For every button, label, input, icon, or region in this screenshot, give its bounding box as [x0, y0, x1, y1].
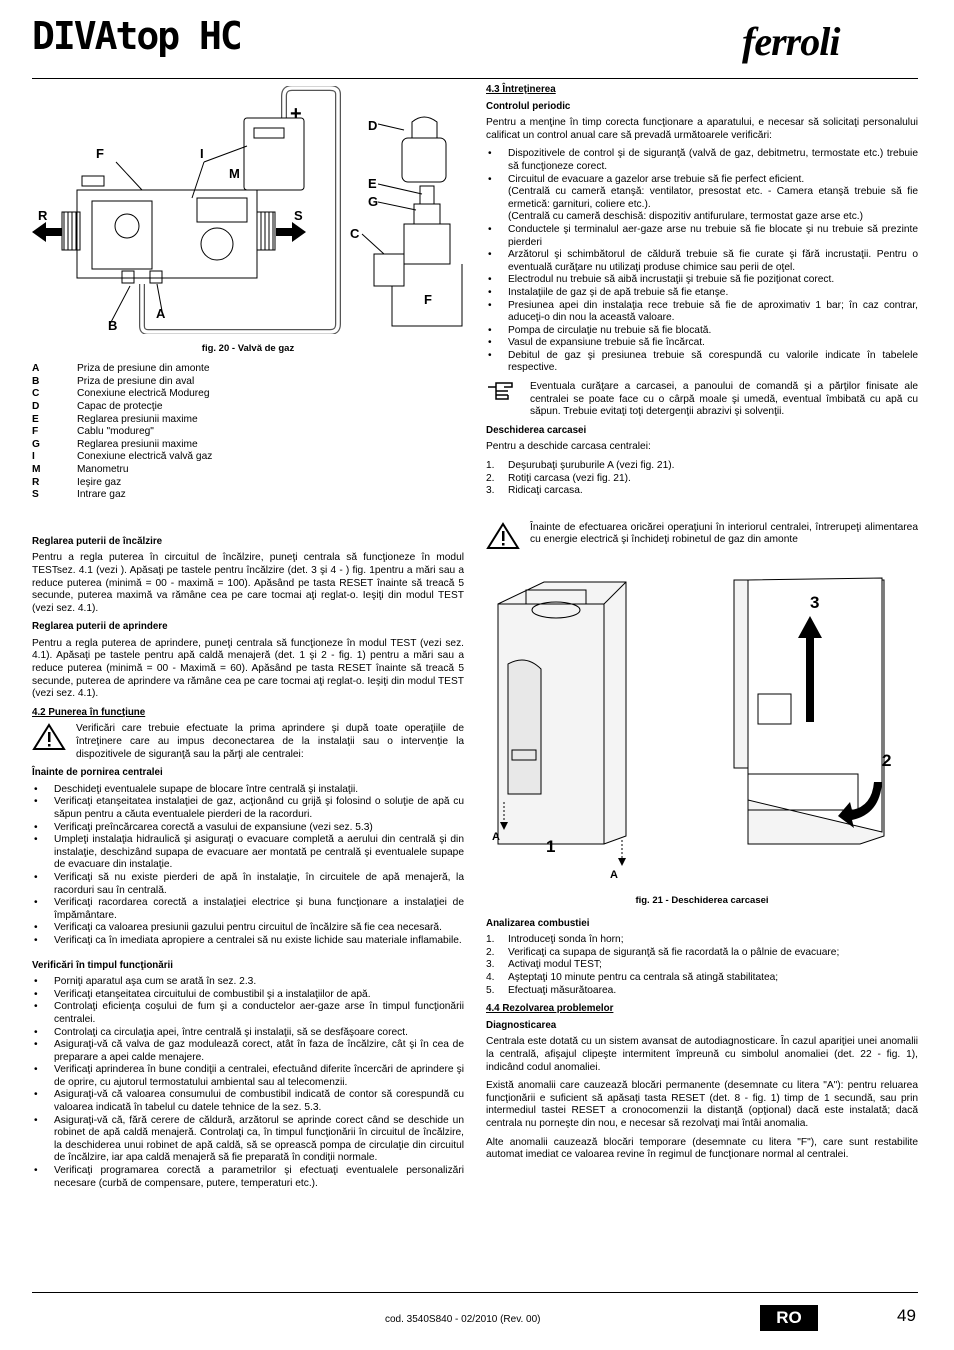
list-periodic-checks: Dispozitivele de control şi de siguranţă…	[486, 148, 918, 375]
list-before-start: Deschideţi eventualele supape de blocare…	[32, 784, 464, 948]
heading-before-start: Înainte de pornirea centralei	[32, 767, 163, 779]
list-combustion-steps: 1.Introduceţi sonda în horn; 2.Verificaţ…	[486, 934, 840, 996]
warning-4-2: Verificări care trebuie efectuate la pri…	[32, 723, 464, 761]
heading-periodic: Controlul periodic	[486, 100, 571, 112]
left-column: F I M + R S B A D E G C F fig. 20 - Valv…	[32, 85, 464, 1196]
label-f2: F	[424, 292, 432, 307]
para-diag-3: Alte anomalii cauzează blocări temporare…	[486, 1136, 918, 1161]
pointing-hand-icon	[488, 382, 513, 400]
screw-a-right: A	[610, 869, 618, 881]
heading-heat-power: Reglarea puterii de încălzire	[32, 535, 163, 547]
screw-a-left: A	[492, 831, 500, 843]
para-diag-2: Există anomalii care cauzează blocări pe…	[486, 1080, 918, 1129]
brand-logo: ferroli	[742, 19, 840, 64]
fig20-caption: fig. 20 - Valvă de gaz	[201, 342, 295, 354]
footer-rule	[32, 1292, 918, 1293]
para-periodic: Pentru a menţine în timp corecta funcţio…	[486, 117, 918, 141]
heading-4-2: 4.2 Punerea în funcţiune	[32, 706, 146, 718]
label-plus: +	[290, 103, 302, 125]
step-1-label: 1	[546, 837, 555, 856]
label-a: A	[156, 306, 166, 321]
list-during-operation: Porniţi aparatul aşa cum se arată în sez…	[32, 976, 464, 1190]
language-badge: RO	[760, 1305, 818, 1331]
heading-4-4: 4.4 Rezolvarea problemelor	[486, 1003, 614, 1015]
header-rule	[32, 78, 918, 79]
heading-diagnostics: Diagnosticarea	[486, 1019, 557, 1031]
gas-outlet-arrow	[32, 222, 62, 242]
fig20-gas-valve-drawing: F I M + R S B A D E G C F	[32, 85, 463, 335]
warning-triangle-icon	[32, 723, 66, 751]
heading-4-3: 4.3 Întreţinerea	[486, 84, 556, 95]
label-e: E	[368, 176, 377, 191]
label-c: C	[350, 226, 360, 241]
heading-during-operation: Verificări în timpul funcţionării	[32, 959, 173, 971]
fig21-caption: fig. 21 - Deschiderea carcasei	[635, 895, 769, 906]
list-open-steps: 1.Deşurubaţi şuruburile A (vezi fig. 21)…	[486, 460, 675, 497]
heading-ignition-power: Reglarea puterii de aprindere	[32, 621, 168, 633]
page-number: 49	[897, 1306, 916, 1325]
label-i: I	[200, 146, 204, 161]
label-f: F	[96, 146, 104, 161]
label-b: B	[108, 318, 117, 333]
note-cleaning: Eventuala curăţare a carcasei, a panoulu…	[486, 381, 918, 419]
rotate-arrow-icon	[838, 782, 882, 829]
document-title: DIVAtop HC	[32, 14, 243, 58]
para-ignition-power: Pentru a regla puterea de aprindere, pun…	[32, 637, 464, 700]
warning-triangle-icon	[486, 521, 520, 549]
label-d: D	[368, 118, 377, 133]
heading-combustion: Analizarea combustiei	[486, 917, 590, 929]
gas-inlet-arrow	[276, 222, 306, 242]
label-m: M	[229, 166, 240, 181]
para-heat-power: Pentru a regla puterea în circuitul de î…	[32, 552, 464, 614]
label-g: G	[368, 194, 378, 209]
step-3-label: 3	[810, 593, 819, 612]
para-diag-1: Centrala este dotată cu un sistem avansa…	[486, 1036, 918, 1073]
warning-open: Înainte de efectuarea oricărei operaţiun…	[486, 522, 918, 555]
label-s: S	[294, 208, 303, 223]
para-open-casing: Pentru a deschide carcasa centralei:	[486, 441, 651, 453]
document-code: cod. 3540S840 - 02/2010 (Rev. 00)	[385, 1314, 541, 1325]
label-r: R	[38, 208, 48, 223]
fig21-casing-drawing: 3 2 1 A A	[492, 577, 891, 881]
step-2-label: 2	[882, 751, 891, 770]
right-column: 4.3 Întreţinerea Controlul periodic Pent…	[486, 84, 918, 1168]
heading-open-casing: Deschiderea carcasei	[486, 424, 587, 436]
lift-arrow-icon	[798, 616, 822, 723]
